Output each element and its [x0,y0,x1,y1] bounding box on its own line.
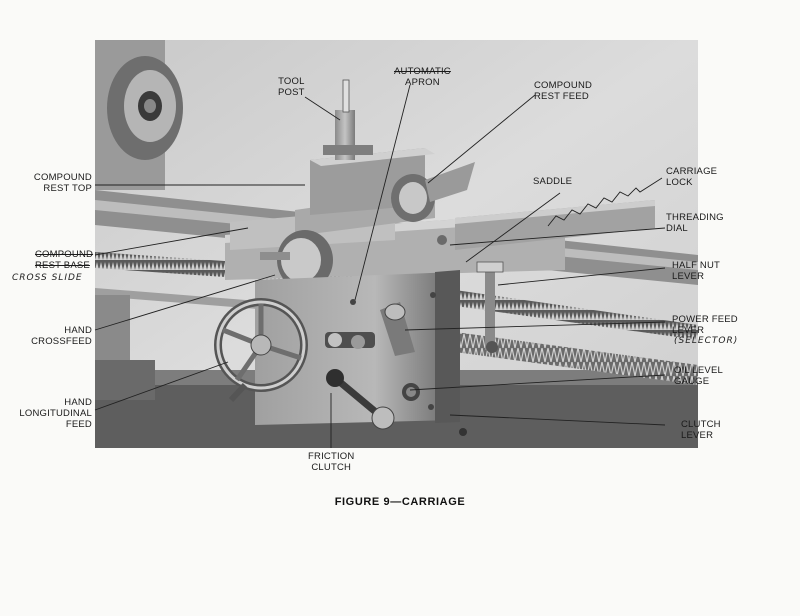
label-power-feed-lever: POWER FEED LEVER [672,314,738,336]
label-saddle: SADDLE [533,176,573,187]
label-friction-clutch: FRICTION CLUTCH [308,451,355,473]
label-tool-post: TOOL POST [278,76,305,98]
label-clutch-lever: CLUTCH LEVER [681,419,721,441]
label-automatic-struck: AUTOMATIC [394,66,451,77]
label-compound-rest-base-struck: COMPOUND REST BASE [35,249,94,271]
label-oil-level-gauge: OIL LEVEL GAUGE [674,365,723,387]
label-hand-longitudinal-feed: HAND LONGITUDINAL FEED [19,397,92,430]
label-selector-handwritten: (SELECTOR) [674,336,739,346]
label-half-nut-lever: HALF NUT LEVER [672,260,721,282]
label-hand-crossfeed: HAND CROSSFEED [31,325,92,347]
carriage-photo [95,40,698,448]
label-compound-rest-feed: COMPOUND REST FEED [534,80,593,102]
figure-caption: FIGURE 9—CARRIAGE [334,496,466,508]
label-threading-dial: THREADING DIAL [666,212,724,234]
label-compound-rest-top: COMPOUND REST TOP [33,172,92,194]
label-apron-text: APRON [405,77,440,88]
label-apron: AUTOMATIC APRON [394,66,451,88]
label-cross-slide-handwritten: CROSS SLIDE [12,273,83,283]
label-carriage-lock: CARRIAGE LOCK [666,166,718,188]
